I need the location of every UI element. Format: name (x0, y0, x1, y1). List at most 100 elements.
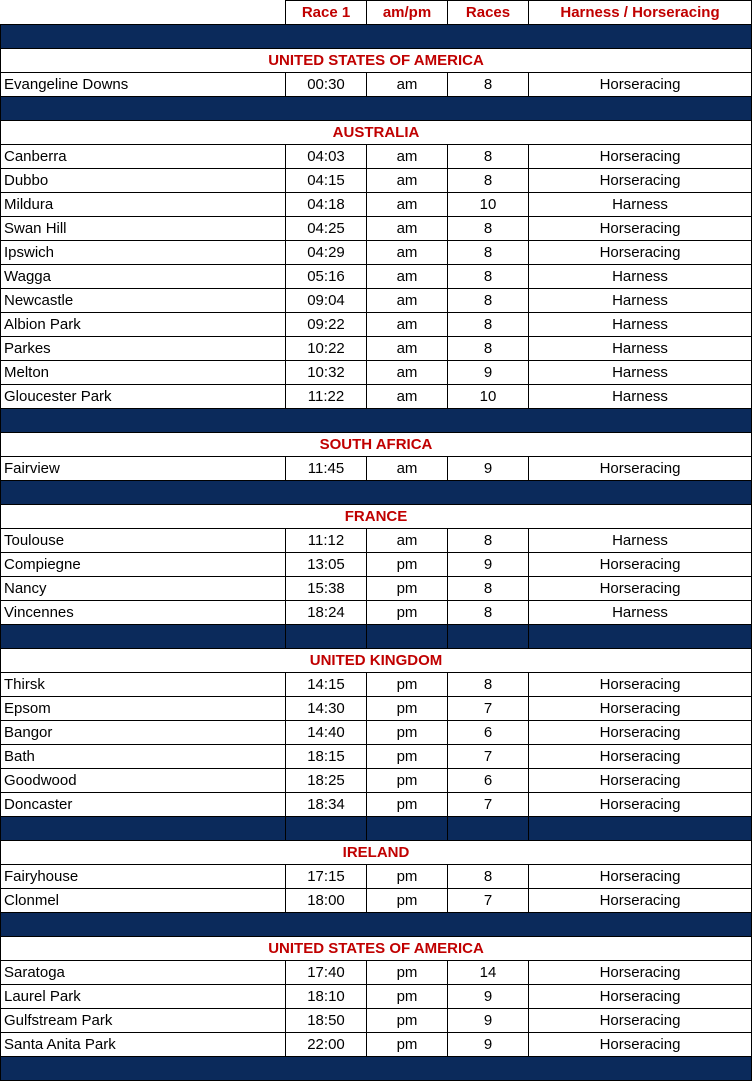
race-type-cell: Horseracing (528, 144, 752, 169)
venue-cell: Bath (0, 744, 286, 769)
header-venue-blank (0, 0, 286, 25)
ampm-cell: pm (366, 960, 448, 985)
venue-cell: Ipswich (0, 240, 286, 265)
race-type-cell: Horseracing (528, 72, 752, 97)
venue-cell: Laurel Park (0, 984, 286, 1009)
races-count-cell: 9 (447, 360, 529, 385)
country-header-row: AUSTRALIA (0, 120, 752, 145)
header-row: Race 1 am/pm Races Harness / Horseracing (0, 0, 752, 25)
ampm-cell: am (366, 240, 448, 265)
country-header-row: UNITED STATES OF AMERICA (0, 936, 752, 961)
races-count-cell: 8 (447, 264, 529, 289)
races-count-cell: 8 (447, 144, 529, 169)
race-type-cell: Horseracing (528, 576, 752, 601)
race-type-cell: Harness (528, 288, 752, 313)
country-header-row: IRELAND (0, 840, 752, 865)
ampm-cell: pm (366, 888, 448, 913)
venue-cell: Parkes (0, 336, 286, 361)
ampm-cell: pm (366, 672, 448, 697)
race1-time-cell: 09:04 (285, 288, 367, 313)
race1-time-cell: 18:15 (285, 744, 367, 769)
venue-cell: Canberra (0, 144, 286, 169)
venue-cell: Fairview (0, 456, 286, 481)
venue-cell: Epsom (0, 696, 286, 721)
ampm-cell: am (366, 336, 448, 361)
separator-band-cell (285, 816, 367, 841)
race1-time-cell: 04:18 (285, 192, 367, 217)
race1-time-cell: 05:16 (285, 264, 367, 289)
ampm-cell: am (366, 528, 448, 553)
race-type-cell: Horseracing (528, 792, 752, 817)
race1-time-cell: 04:15 (285, 168, 367, 193)
separator-band (0, 1056, 752, 1081)
ampm-cell: am (366, 288, 448, 313)
separator-band-cell (0, 816, 286, 841)
separator-band-cell (366, 624, 448, 649)
races-count-cell: 8 (447, 528, 529, 553)
country-name: UNITED STATES OF AMERICA (0, 48, 752, 73)
ampm-cell: pm (366, 552, 448, 577)
ampm-cell: am (366, 192, 448, 217)
venue-cell: Fairyhouse (0, 864, 286, 889)
venue-cell: Vincennes (0, 600, 286, 625)
ampm-cell: am (366, 384, 448, 409)
country-header-row: UNITED KINGDOM (0, 648, 752, 673)
race-type-cell: Horseracing (528, 768, 752, 793)
race-type-cell: Horseracing (528, 720, 752, 745)
ampm-cell: am (366, 168, 448, 193)
ampm-cell: pm (366, 576, 448, 601)
ampm-cell: am (366, 144, 448, 169)
race-type-cell: Harness (528, 312, 752, 337)
separator-band-cell (528, 624, 752, 649)
race-type-cell: Horseracing (528, 168, 752, 193)
header-races: Races (447, 0, 529, 25)
races-count-cell: 7 (447, 744, 529, 769)
separator-band (0, 912, 752, 937)
separator-band (0, 96, 752, 121)
country-header-row: UNITED STATES OF AMERICA (0, 48, 752, 73)
country-name: SOUTH AFRICA (0, 432, 752, 457)
venue-cell: Clonmel (0, 888, 286, 913)
venue-cell: Gulfstream Park (0, 1008, 286, 1033)
separator-band (0, 24, 752, 49)
race1-time-cell: 15:38 (285, 576, 367, 601)
ampm-cell: am (366, 264, 448, 289)
race1-time-cell: 11:45 (285, 456, 367, 481)
separator-band (0, 624, 752, 649)
header-race1: Race 1 (285, 0, 367, 25)
race1-time-cell: 22:00 (285, 1032, 367, 1057)
race-type-cell: Harness (528, 384, 752, 409)
country-name: UNITED KINGDOM (0, 648, 752, 673)
ampm-cell: pm (366, 984, 448, 1009)
race-type-cell: Harness (528, 360, 752, 385)
venue-cell: Melton (0, 360, 286, 385)
venue-cell: Mildura (0, 192, 286, 217)
separator-band-cell (285, 624, 367, 649)
race-type-cell: Harness (528, 336, 752, 361)
races-count-cell: 8 (447, 240, 529, 265)
venue-cell: Toulouse (0, 528, 286, 553)
race-type-cell: Harness (528, 192, 752, 217)
race1-time-cell: 11:22 (285, 384, 367, 409)
separator-band (0, 408, 752, 433)
race1-time-cell: 14:30 (285, 696, 367, 721)
venue-cell: Albion Park (0, 312, 286, 337)
race1-time-cell: 18:50 (285, 1008, 367, 1033)
separator-band-cell (0, 480, 752, 505)
race1-time-cell: 00:30 (285, 72, 367, 97)
